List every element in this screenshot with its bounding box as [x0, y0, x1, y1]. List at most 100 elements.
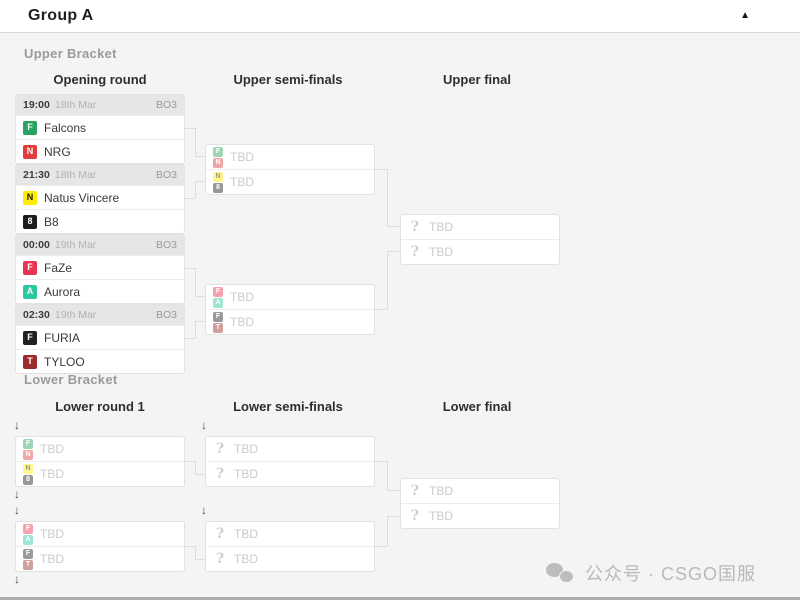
connector-line	[195, 181, 196, 198]
aurora-logo-icon: A	[213, 297, 223, 308]
connector-line	[387, 251, 400, 252]
drop-arrow-icon: ↓	[14, 503, 20, 517]
faze-logo-icon: F	[23, 260, 37, 275]
tbd-row[interactable]: ? TBD	[401, 479, 559, 503]
match-card[interactable]: ?TBD?TBD	[205, 436, 375, 487]
tbd-label: TBD	[234, 442, 258, 456]
connector-line	[195, 559, 205, 560]
column-header-lower-final: Lower final	[442, 399, 512, 414]
team-name: Falcons	[44, 120, 87, 135]
falcons-logo-icon: F	[23, 438, 33, 449]
tbd-label: TBD	[429, 484, 453, 498]
match-header: 19:00 18th Mar BO3	[16, 95, 184, 115]
match-time: 02:30	[23, 309, 50, 321]
connector-line	[387, 516, 388, 546]
connector-line	[387, 516, 400, 517]
group-title: Group A	[28, 7, 94, 24]
connector-line	[195, 128, 196, 156]
tbd-label: TBD	[429, 509, 453, 523]
connector-line	[195, 268, 196, 296]
tbd-row[interactable]: ?TBD	[401, 215, 559, 239]
tbd-row[interactable]: ?TBD	[206, 461, 374, 486]
match-date: 19th Mar	[54, 309, 97, 321]
connector-line	[185, 338, 195, 339]
tbd-label: TBD	[230, 175, 254, 189]
tbd-label: TBD	[429, 245, 453, 259]
tbd-label: TBD	[234, 467, 258, 481]
tbd-row[interactable]: ?TBD	[401, 239, 559, 264]
match-date: 18th Mar	[54, 99, 97, 111]
match-time: 19:00	[23, 99, 50, 111]
match-card[interactable]: ?TBD?TBD	[400, 478, 560, 529]
tbd-label: TBD	[230, 290, 254, 304]
team-name: B8	[44, 214, 59, 229]
collapse-caret-icon[interactable]: ▲	[740, 10, 750, 21]
group-header: Group A ▲	[0, 0, 800, 33]
drop-arrow-icon: ↓	[201, 418, 207, 432]
question-icon: ?	[410, 483, 420, 499]
connector-line	[195, 296, 205, 297]
drop-arrow-icon: ↓	[201, 503, 207, 517]
connector-line	[387, 490, 400, 491]
connector-line	[387, 251, 388, 309]
b8-logo-icon: 8	[23, 214, 37, 229]
connector-line	[195, 474, 205, 475]
column-header-lower-round-1: Lower round 1	[55, 399, 145, 414]
connector-line	[387, 461, 388, 490]
question-icon: ?	[215, 551, 225, 567]
match-format: BO3	[155, 99, 177, 111]
match-date: 19th Mar	[54, 239, 97, 251]
connector-line	[185, 546, 195, 547]
connector-line	[375, 169, 387, 170]
b8-logo-icon: 8	[213, 182, 223, 193]
tbd-row[interactable]: ?TBD	[206, 437, 374, 461]
aurora-logo-icon: A	[23, 534, 33, 545]
navi-logo-icon: N	[23, 190, 37, 205]
connector-line	[195, 546, 196, 559]
tyloo-logo-icon: T	[23, 354, 37, 369]
match-card[interactable]: ?TBD?TBD	[400, 214, 560, 265]
connector-line	[195, 321, 196, 338]
connector-line	[185, 128, 195, 129]
match-time: 00:00	[23, 239, 50, 251]
match-card[interactable]: ?TBD?TBD	[205, 521, 375, 572]
lower-bracket-label: Lower Bracket	[24, 372, 118, 387]
nrg-logo-icon: N	[23, 144, 37, 159]
wechat-icon	[545, 562, 576, 585]
navi-logo-icon: N	[213, 171, 223, 182]
tbd-row[interactable]: ?TBD	[401, 503, 559, 528]
tyloo-logo-icon: T	[213, 322, 223, 333]
tbd-row[interactable]: ?TBD	[206, 522, 374, 546]
team-row[interactable]: 8 B8	[16, 209, 184, 233]
tbd-row[interactable]: ?TBD	[206, 546, 374, 571]
bottom-divider	[0, 597, 800, 600]
